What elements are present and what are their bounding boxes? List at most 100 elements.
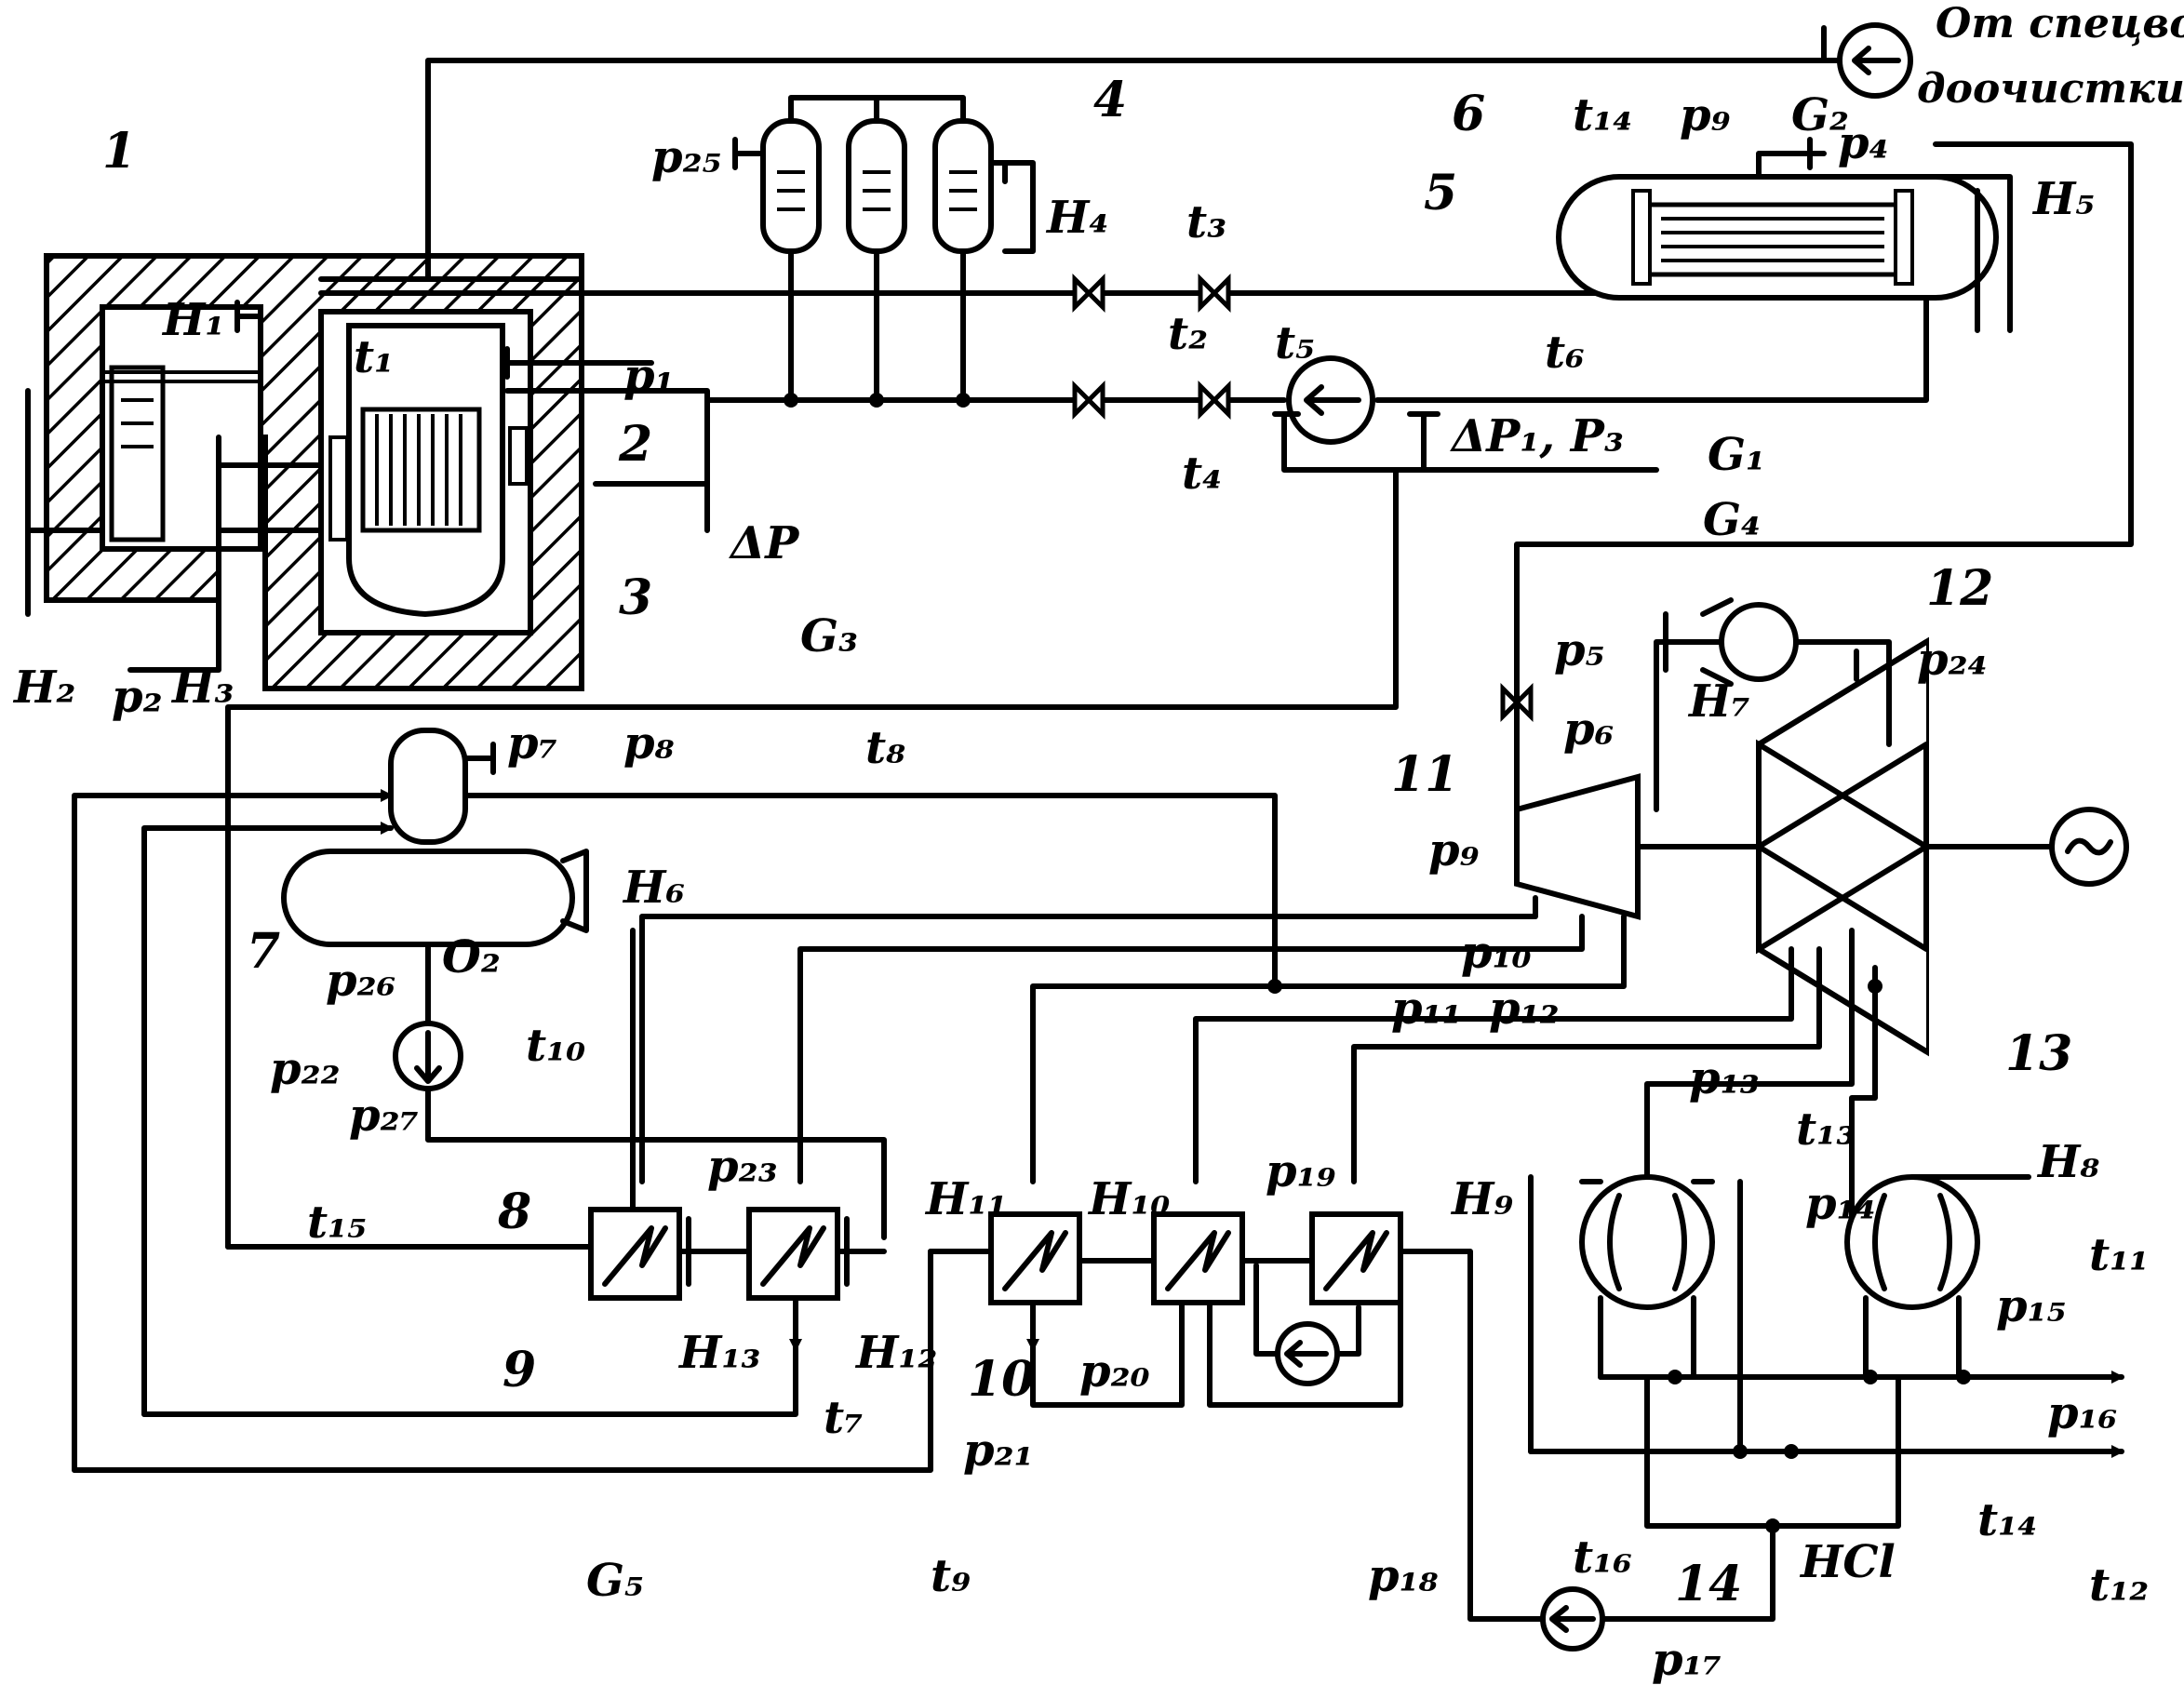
label-p15: p₁₅ <box>1996 1280 2067 1332</box>
label-H1: H₁ <box>161 294 224 346</box>
label-4: 4 <box>1093 72 1127 128</box>
label-p9: p₉ <box>1428 824 1480 876</box>
circulation-pump-5 <box>1272 355 1440 473</box>
label-HCl: HCl <box>1799 1536 1896 1588</box>
drain-pump <box>1253 1263 1361 1386</box>
valves-hot-leg <box>1072 273 1231 421</box>
label-H10: H₁₀ <box>1087 1173 1170 1225</box>
label-t14-bottom: t₁₄ <box>1977 1494 2037 1546</box>
label-2: 2 <box>618 416 652 473</box>
label-p12: p₁₂ <box>1489 983 1560 1035</box>
label-t12: t₁₂ <box>2089 1559 2149 1611</box>
source-note-line1: От спецво- <box>1936 0 2184 47</box>
label-p19: p₁₉ <box>1266 1145 1336 1197</box>
label-dP: ΔP <box>729 517 800 569</box>
label-p6: p₆ <box>1563 703 1615 756</box>
heater-9a <box>225 928 752 1301</box>
label-t2: t₂ <box>1168 308 1208 360</box>
label-p1: p₁ <box>623 350 675 402</box>
label-t4: t₄ <box>1182 448 1222 500</box>
label-H6: H₆ <box>622 862 685 914</box>
label-p9-top: p₉ <box>1680 89 1731 141</box>
label-p20: p₂₀ <box>1079 1345 1150 1397</box>
label-3: 3 <box>619 569 652 626</box>
label-G3: G₃ <box>800 610 858 662</box>
turbine-hp-11 <box>1500 682 1762 920</box>
heater-10a <box>928 1211 1185 1408</box>
label-t3: t₃ <box>1186 196 1226 248</box>
label-H12: H₁₂ <box>854 1327 937 1379</box>
purification-pump <box>1837 22 1913 99</box>
label-H2: H₂ <box>12 662 75 714</box>
label-p27: p₂₇ <box>349 1090 420 1142</box>
label-p7: p₇ <box>507 717 558 769</box>
label-t6: t₆ <box>1545 327 1585 379</box>
label-8: 8 <box>497 1184 531 1240</box>
generator <box>2049 807 2129 887</box>
label-p21: p₂₁ <box>963 1424 1034 1477</box>
condensate-pump-14 <box>1540 1523 1775 1652</box>
label-p13: p₁₃ <box>1689 1052 1760 1104</box>
label-11: 11 <box>1391 746 1458 803</box>
label-1: 1 <box>102 123 136 180</box>
label-G5: G₅ <box>586 1555 644 1607</box>
side-screen <box>508 426 529 486</box>
label-H11: H₁₁ <box>924 1173 1007 1225</box>
labels: От спецво- доочистки 1 2 3 4 5 6 7 8 9 1… <box>12 0 2184 1685</box>
label-10: 10 <box>968 1351 1035 1408</box>
label-p4: p₄ <box>1838 117 1889 169</box>
label-p22: p₂₂ <box>270 1043 341 1095</box>
label-t14-top: t₁₄ <box>1573 89 1632 141</box>
steam-generator-6 <box>1514 25 2134 719</box>
label-p10: p₁₀ <box>1461 927 1532 979</box>
label-6: 6 <box>1452 86 1485 142</box>
side-screen-left <box>328 435 349 542</box>
label-p24: p₂₄ <box>1917 634 1988 686</box>
source-note-line2: доочистки <box>1917 65 2184 113</box>
accumulators-4 <box>732 95 1036 408</box>
label-O2: O₂ <box>442 931 501 983</box>
label-12: 12 <box>1926 560 1993 617</box>
label-G4: G₄ <box>1703 494 1761 546</box>
feed-pump-8 <box>393 1021 887 1240</box>
turbine-lp <box>1756 636 2055 1057</box>
label-t16: t₁₆ <box>1573 1531 1632 1584</box>
condenser-13a <box>1579 1174 1715 1380</box>
heater-9b <box>746 1207 887 1352</box>
label-5: 5 <box>1424 165 1457 221</box>
label-G1: G₁ <box>1708 429 1765 481</box>
label-14: 14 <box>1675 1556 1742 1612</box>
deaerator-7 <box>281 728 1278 1129</box>
extraction-p10 <box>639 895 1538 1184</box>
label-H7: H₇ <box>1687 675 1750 728</box>
label-dP1-p3: ΔP₁, P₃ <box>1450 410 1624 462</box>
label-p26: p₂₆ <box>326 955 396 1007</box>
label-9: 9 <box>502 1342 536 1398</box>
label-H3: H₃ <box>170 662 234 714</box>
heater-10b <box>1151 1211 1403 1408</box>
purification-line <box>425 58 1845 259</box>
return-line-g5 <box>72 789 394 1473</box>
label-t5: t₅ <box>1275 317 1315 369</box>
label-p23: p₂₃ <box>707 1141 778 1193</box>
label-p11: p₁₁ <box>1391 983 1462 1035</box>
heater-10c <box>1309 1211 1548 1622</box>
label-H13: H₁₃ <box>677 1327 760 1379</box>
label-p18: p₁₈ <box>1368 1550 1439 1602</box>
tank-1 <box>109 365 166 542</box>
label-G2: G₂ <box>1791 89 1849 141</box>
label-p17: p₁₇ <box>1652 1634 1722 1685</box>
label-p14: p₁₄ <box>1805 1178 1876 1230</box>
label-t1: t₁ <box>354 331 394 383</box>
label-p25: p₂₅ <box>651 131 722 183</box>
label-p8: p₈ <box>623 717 675 769</box>
label-t7: t₇ <box>824 1392 864 1444</box>
label-H5: H₅ <box>2031 173 2095 225</box>
label-p5: p₅ <box>1554 624 1605 676</box>
fuel-rods <box>375 414 462 526</box>
label-t15: t₁₅ <box>307 1197 367 1249</box>
label-t8: t₈ <box>865 722 905 774</box>
label-H4: H₄ <box>1045 192 1108 244</box>
label-p16: p₁₆ <box>2047 1387 2118 1439</box>
